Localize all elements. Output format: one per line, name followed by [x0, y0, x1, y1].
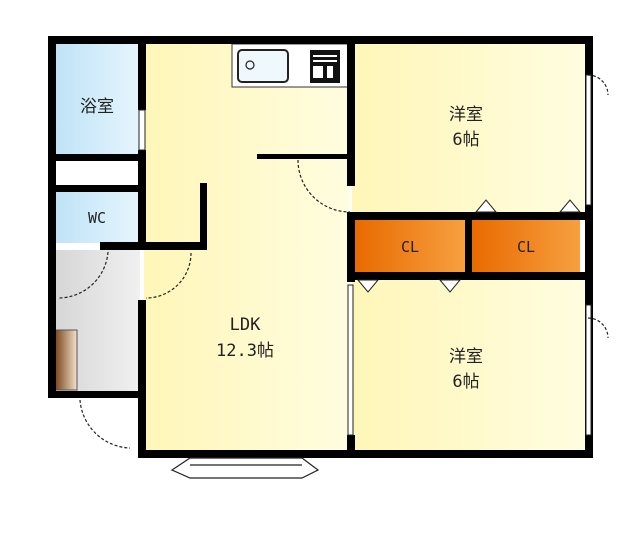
western-upper-floor [352, 42, 588, 218]
bath-floor [54, 42, 140, 156]
western-lower-label: 洋室 [449, 347, 483, 367]
closet-left-label: CL [401, 238, 419, 256]
door-entrance [79, 399, 131, 449]
western-lower-size: 6帖 [452, 372, 479, 392]
wc-floor [54, 191, 140, 243]
bay-window [170, 457, 320, 479]
window-upper [585, 74, 592, 206]
shoe-cabinet [54, 329, 78, 391]
closet-left[interactable] [355, 220, 465, 272]
western-upper-label: 洋室 [449, 105, 483, 125]
window-ldk-right [347, 284, 354, 436]
door-upper-closet [587, 74, 609, 96]
door-ldk-entrance [145, 252, 192, 299]
closet-door-markers [356, 199, 582, 293]
ldk-label: LDK [230, 315, 261, 335]
door-wc [57, 251, 109, 299]
western-upper-size: 6帖 [452, 130, 479, 150]
window-bath [138, 109, 146, 151]
bath-label: 浴室 [80, 97, 114, 117]
door-upper-room [297, 159, 351, 213]
closet-right[interactable] [472, 220, 580, 272]
sink-icon [237, 49, 289, 83]
corridor-floor [54, 161, 140, 186]
ldk-size: 12.3帖 [216, 341, 274, 361]
stove-icon [310, 50, 340, 83]
walls [48, 36, 593, 458]
closet-right-label: CL [517, 238, 535, 256]
wc-label: WC [88, 209, 106, 227]
western-lower-floor [352, 276, 588, 452]
window-lower [585, 304, 592, 436]
door-lower-closet [587, 317, 609, 339]
